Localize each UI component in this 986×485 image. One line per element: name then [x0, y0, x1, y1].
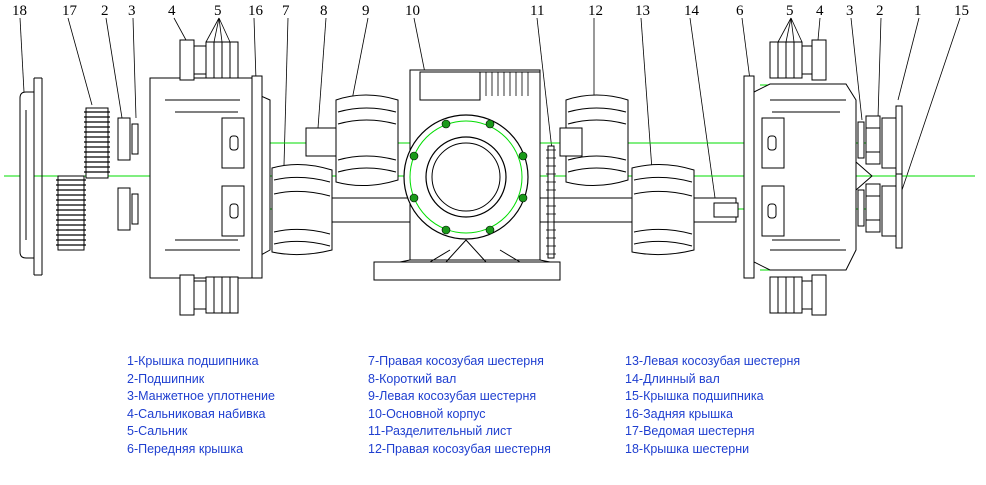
callout-1: 1: [914, 3, 922, 19]
legend-item: 13-Левая косозубая шестерня: [625, 354, 801, 368]
right-bearings: [857, 115, 881, 233]
back-cover-16: [149, 75, 271, 279]
callout-18: 18: [12, 3, 27, 19]
callout-4-right: 4: [816, 3, 824, 19]
legend-item: 16-Задняя крышка: [625, 406, 733, 421]
callout-11: 11: [530, 3, 544, 19]
callout-16: 16: [248, 3, 264, 19]
legend-column-3: 13-Левая косозубая шестерня 14-Длинный в…: [625, 353, 800, 459]
callout-3-left: 3: [128, 3, 136, 19]
legend-item: 2-Подшипник: [127, 371, 205, 386]
legend-column-1: 1-Крышка подшипника 2-Подшипник 3-Манжет…: [127, 353, 275, 459]
right-gland-bottom: [769, 274, 827, 316]
partition-plate-11: [546, 145, 556, 259]
legend-item: 8-Короткий вал: [368, 371, 457, 386]
leader-lines: [19, 17, 961, 206]
left-bearings: [117, 117, 139, 231]
legend-item: 9-Левая косозубая шестерня: [368, 389, 537, 404]
callout-14: 14: [684, 3, 700, 19]
legend-item: 1-Крышка подшипника: [127, 354, 259, 368]
long-shaft-end-14: [713, 202, 739, 218]
callout-5-right: 5: [786, 3, 794, 19]
legend-item: 11-Разделительный лист: [368, 424, 512, 439]
callout-3-right: 3: [846, 3, 854, 19]
callout-2-right: 2: [876, 3, 884, 19]
legend-item: 18-Крышка шестерни: [625, 441, 750, 456]
right-gland-top: [769, 39, 827, 81]
callout-6: 6: [736, 3, 744, 19]
callout-9: 9: [362, 3, 370, 19]
left-gland-top: [179, 39, 239, 81]
bearing-covers: [881, 105, 903, 249]
legend-item: 5-Сальник: [127, 424, 188, 439]
legend-item: 3-Манжетное уплотнение: [127, 389, 275, 404]
left-helical-gear-9: [335, 94, 399, 186]
callout-4-left: 4: [168, 3, 176, 19]
right-shaft-tip: [855, 161, 873, 191]
legend-item: 7-Правая косозубая шестерня: [368, 354, 544, 368]
legend-item: 6-Передняя крышка: [127, 441, 244, 456]
housing-bolts: [409, 119, 528, 235]
left-helical-gear-13: [631, 164, 695, 256]
right-helical-gear-7: [271, 164, 333, 256]
front-cover-6: [743, 75, 857, 279]
gear-cover-18: [19, 77, 43, 276]
callout-8: 8: [320, 3, 328, 19]
legend-item: 15-Крышка подшипника: [625, 389, 764, 404]
callout-numbers: 18 17 2 3 4 5 16 7 8 9 10 11 12 13 14 6 …: [12, 3, 969, 19]
callout-5-left: 5: [214, 3, 222, 19]
callout-10: 10: [405, 3, 420, 19]
callout-7: 7: [282, 3, 290, 19]
legend-item: 17-Ведомая шестерня: [625, 424, 755, 439]
callout-2-left: 2: [101, 3, 109, 19]
right-helical-gear-12: [559, 94, 629, 186]
legend-item: 12-Правая косозубая шестерня: [368, 441, 551, 456]
callout-13: 13: [635, 3, 650, 19]
housing-flange: [403, 114, 529, 240]
legend-column-2: 7-Правая косозубая шестерня 8-Короткий в…: [368, 353, 551, 459]
callout-15: 15: [954, 3, 969, 19]
callout-12: 12: [588, 3, 603, 19]
driven-gear-17: [56, 107, 110, 251]
legend-item: 4-Сальниковая набивка: [127, 406, 266, 421]
left-gland-bottom: [179, 274, 239, 316]
legend-item: 14-Длинный вал: [625, 371, 720, 386]
legend-item: 10-Основной корпус: [368, 406, 486, 421]
callout-17: 17: [62, 3, 78, 19]
